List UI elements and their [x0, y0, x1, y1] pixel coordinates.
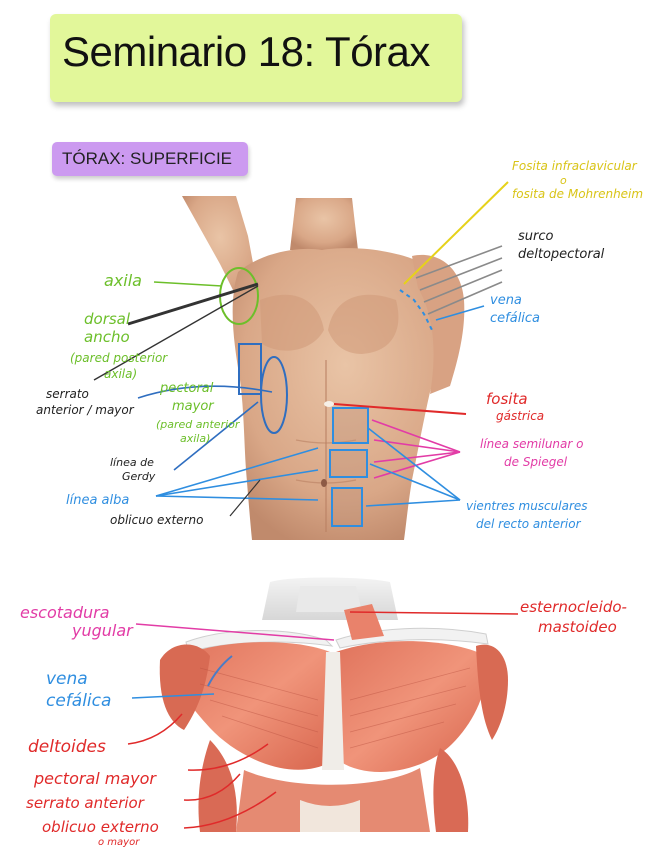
- label-ancho: ancho: [84, 328, 130, 346]
- label-fosita-mohrenheim: fosita de Mohrenheim: [512, 187, 643, 201]
- label-cefalica: cefálica: [490, 311, 540, 326]
- label-fosita-o: o: [560, 174, 567, 187]
- label-cefalica-bottom: cefálica: [46, 691, 111, 711]
- chest-muscle-illustration: [158, 578, 508, 834]
- torso-surface-illustration: [182, 196, 464, 540]
- label-yugular: yugular: [71, 621, 134, 640]
- label-pared-anterior: (pared anterior: [156, 418, 241, 431]
- label-surco: surco: [518, 229, 554, 244]
- label-fosita: fosita: [486, 390, 528, 408]
- label-fosita-infraclavicular: Fosita infraclavicular: [512, 159, 638, 173]
- label-mastoideo: mastoideo: [538, 618, 617, 636]
- label-linea-semilunar: línea semilunar o: [480, 437, 583, 451]
- label-vena: vena: [490, 293, 522, 308]
- label-vena-bottom: vena: [46, 669, 88, 689]
- label-deltoides: deltoides: [28, 737, 106, 757]
- label-oblicuo-externo-bottom: oblicuo externo: [42, 818, 159, 836]
- label-esternocleido: esternocleido-: [520, 598, 627, 616]
- label-pectoral-mayor: pectoral mayor: [33, 769, 157, 788]
- label-gerdy: Gerdy: [122, 470, 156, 483]
- label-pectoral: pectoral: [159, 381, 214, 396]
- label-deltopectoral: deltopectoral: [518, 247, 605, 262]
- label-mayor: mayor: [172, 399, 215, 414]
- label-axila-posterior: axila): [104, 367, 137, 381]
- label-gastrica: gástrica: [496, 409, 544, 423]
- label-axila-anterior: axila): [180, 432, 210, 445]
- label-axila: axila: [104, 271, 142, 290]
- label-serrato-anterior: serrato anterior: [26, 794, 145, 812]
- label-oblicuo-externo: oblicuo externo: [110, 513, 203, 527]
- label-spiegel: de Spiegel: [504, 455, 568, 469]
- label-vientres: vientres musculares: [466, 499, 588, 513]
- label-recto-anterior: del recto anterior: [476, 517, 582, 531]
- label-linea-de: línea de: [110, 456, 154, 469]
- label-dorsal: dorsal: [84, 310, 131, 328]
- label-serrato: serrato: [46, 387, 89, 401]
- label-o-mayor: o mayor: [98, 837, 140, 848]
- label-pared-posterior: (pared posterior: [70, 351, 168, 365]
- label-linea-alba: línea alba: [66, 493, 129, 508]
- label-escotadura: escotadura: [20, 603, 110, 622]
- label-serrato-anterior: anterior / mayor: [36, 403, 135, 417]
